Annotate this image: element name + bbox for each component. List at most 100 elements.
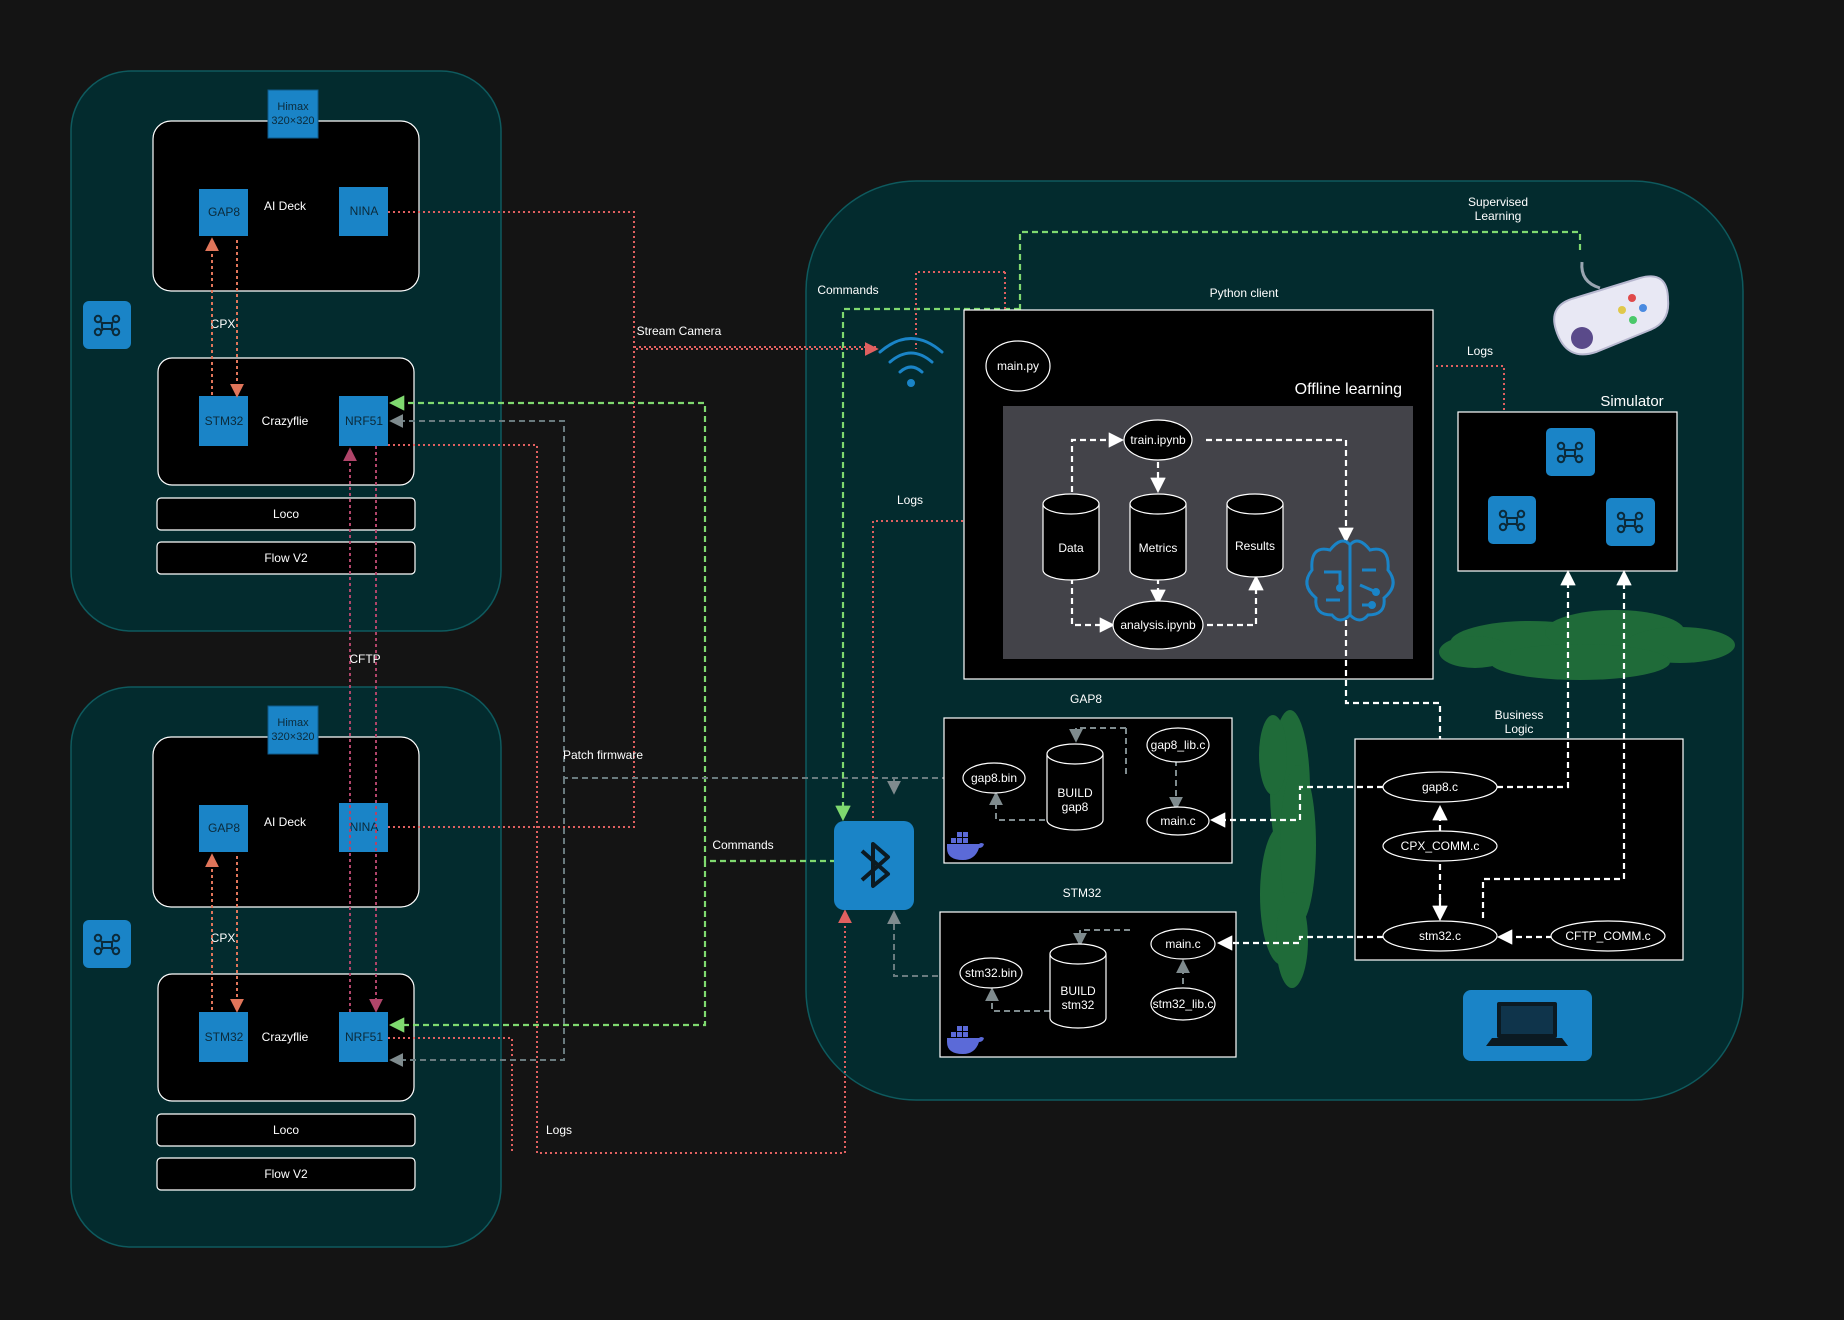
- brain-circuit-icon: [1305, 539, 1395, 622]
- results-store-label: Results: [1235, 539, 1275, 553]
- stm32-bin-label: stm32.bin: [965, 966, 1017, 980]
- drone-icon: [83, 301, 131, 349]
- stm32-lib-label: stm32_lib.c: [1153, 997, 1214, 1011]
- business-logic-title-2: Logic: [1505, 722, 1534, 736]
- gap8-bin-node: [962, 762, 1026, 794]
- gap8-label: GAP8: [208, 821, 240, 835]
- cloud-shape: [1259, 710, 1316, 988]
- nrf51-chip: [339, 1012, 388, 1062]
- gap8-bin-label: gap8.bin: [971, 771, 1017, 785]
- stm32-build-store: [1049, 943, 1107, 965]
- cftp-comm-label: CFTP_COMM.c: [1565, 929, 1650, 943]
- gap8-chip: [199, 189, 248, 236]
- loco-deck: [156, 1113, 416, 1147]
- cpx-label: CPX: [211, 317, 236, 331]
- stm32-c-node: [1382, 920, 1498, 952]
- gap8-c-label: gap8.c: [1422, 780, 1458, 794]
- gamepad-icon: [1553, 261, 1670, 356]
- flow-label: Flow V2: [264, 551, 308, 565]
- drone-2-container: AI Deck Himax 320×320 GAP8 NINA CPX Craz…: [70, 686, 502, 1248]
- drone-icon: [1546, 428, 1595, 476]
- bluetooth-icon: [834, 821, 914, 910]
- gap8-label: GAP8: [208, 205, 240, 219]
- business-logic-title: Business: [1495, 708, 1544, 722]
- wifi-icon: [878, 337, 944, 387]
- gap8-build: GAP8 gap8.bin BUILD gap8 gap8_lib.c main…: [943, 692, 1233, 864]
- flow-label: Flow V2: [264, 1167, 308, 1181]
- patch-firmware-label: Patch firmware: [563, 748, 643, 762]
- crazyflie-label: Crazyflie: [262, 1030, 309, 1044]
- nina-label: NINA: [350, 204, 379, 218]
- stm32-build-label: BUILD: [1060, 984, 1096, 998]
- laptop-icon: [1463, 990, 1592, 1061]
- stm32-main-label: main.c: [1165, 937, 1200, 951]
- connection-links: [205, 211, 1582, 1154]
- stm32-chip: [199, 1012, 248, 1062]
- stm32-lib-node: [1150, 987, 1216, 1021]
- crazyflie-label: Crazyflie: [262, 414, 309, 428]
- gap8-build-title: GAP8: [1070, 692, 1102, 706]
- himax-camera-label: Himax: [277, 101, 309, 113]
- offline-learning-title: Offline learning: [1295, 381, 1402, 398]
- himax-camera-resolution: 320×320: [271, 115, 314, 127]
- stm32-label: STM32: [205, 414, 244, 428]
- himax-camera-label: Himax: [277, 717, 309, 729]
- drone-icon: [1488, 496, 1536, 544]
- commands-wifi-label: Commands: [817, 283, 878, 297]
- supervised-learning-label: Supervised: [1468, 195, 1528, 209]
- python-client-title: Python client: [1210, 286, 1279, 300]
- stm32-c-label: stm32.c: [1419, 929, 1461, 943]
- nina-chip: [339, 187, 388, 236]
- stm32-main-node: [1150, 928, 1216, 960]
- stm32-label: STM32: [205, 1030, 244, 1044]
- analysis-notebook-node: [1112, 600, 1204, 650]
- gap8-build-label: BUILD: [1057, 786, 1093, 800]
- logs-bluetooth-label: Logs: [897, 493, 923, 507]
- gap8-build-sublabel: gap8: [1062, 800, 1089, 814]
- simulator: Simulator: [1457, 393, 1678, 572]
- main-py-node: [985, 340, 1051, 392]
- nrf51-label: NRF51: [345, 414, 383, 428]
- stm32-chip: [199, 396, 248, 446]
- cftp-comm-node: [1550, 920, 1666, 952]
- stm32-build: STM32 stm32.bin BUILD stm32 main.c stm32…: [939, 886, 1237, 1058]
- supervised-learning-label-2: Learning: [1475, 209, 1522, 223]
- stm32-bin-node: [959, 957, 1023, 989]
- nina-label: NINA: [350, 820, 379, 834]
- logs-simulator-label: Logs: [1467, 344, 1493, 358]
- metrics-store-label: Metrics: [1139, 541, 1178, 555]
- gap8-build-store: [1046, 743, 1104, 765]
- metrics-store: Metrics: [1129, 493, 1187, 581]
- cpx-label: CPX: [211, 931, 236, 945]
- commands-bluetooth-label: Commands: [712, 838, 773, 852]
- gap8-lib-node: [1146, 727, 1210, 763]
- gap8-lib-label: gap8_lib.c: [1151, 738, 1206, 752]
- nrf51-label: NRF51: [345, 1030, 383, 1044]
- cftp-label: CFTP: [349, 652, 380, 666]
- cpx-comm-node: [1382, 830, 1498, 862]
- drone-icon: [1606, 498, 1655, 546]
- stm32-build-title: STM32: [1063, 886, 1102, 900]
- loco-label: Loco: [273, 1123, 299, 1137]
- flow-deck: [156, 1157, 416, 1191]
- python-client: Python client Offline learning main.py t…: [963, 286, 1448, 779]
- simulator-title: Simulator: [1600, 393, 1663, 410]
- himax-camera-resolution: 320×320: [271, 731, 314, 743]
- logs-nrf-label: Logs: [546, 1123, 572, 1137]
- train-notebook-label: train.ipynb: [1130, 433, 1186, 447]
- data-store-label: Data: [1058, 541, 1084, 555]
- train-notebook-node: [1123, 419, 1193, 461]
- results-store: Results: [1226, 493, 1284, 578]
- nrf51-chip: [339, 396, 388, 446]
- nina-chip: [339, 803, 388, 852]
- data-store: Data: [1042, 493, 1100, 581]
- gap8-main-node: [1146, 806, 1210, 836]
- analysis-notebook-label: analysis.ipynb: [1120, 618, 1196, 632]
- ai-deck-label: AI Deck: [264, 815, 307, 829]
- drone-icon: [83, 920, 131, 968]
- main-py-label: main.py: [997, 359, 1039, 373]
- himax-camera: [267, 705, 319, 755]
- gap8-chip: [199, 805, 248, 852]
- drone-1-container: AI Deck Himax 320×320 GAP8 NINA CPX Craz…: [70, 70, 502, 632]
